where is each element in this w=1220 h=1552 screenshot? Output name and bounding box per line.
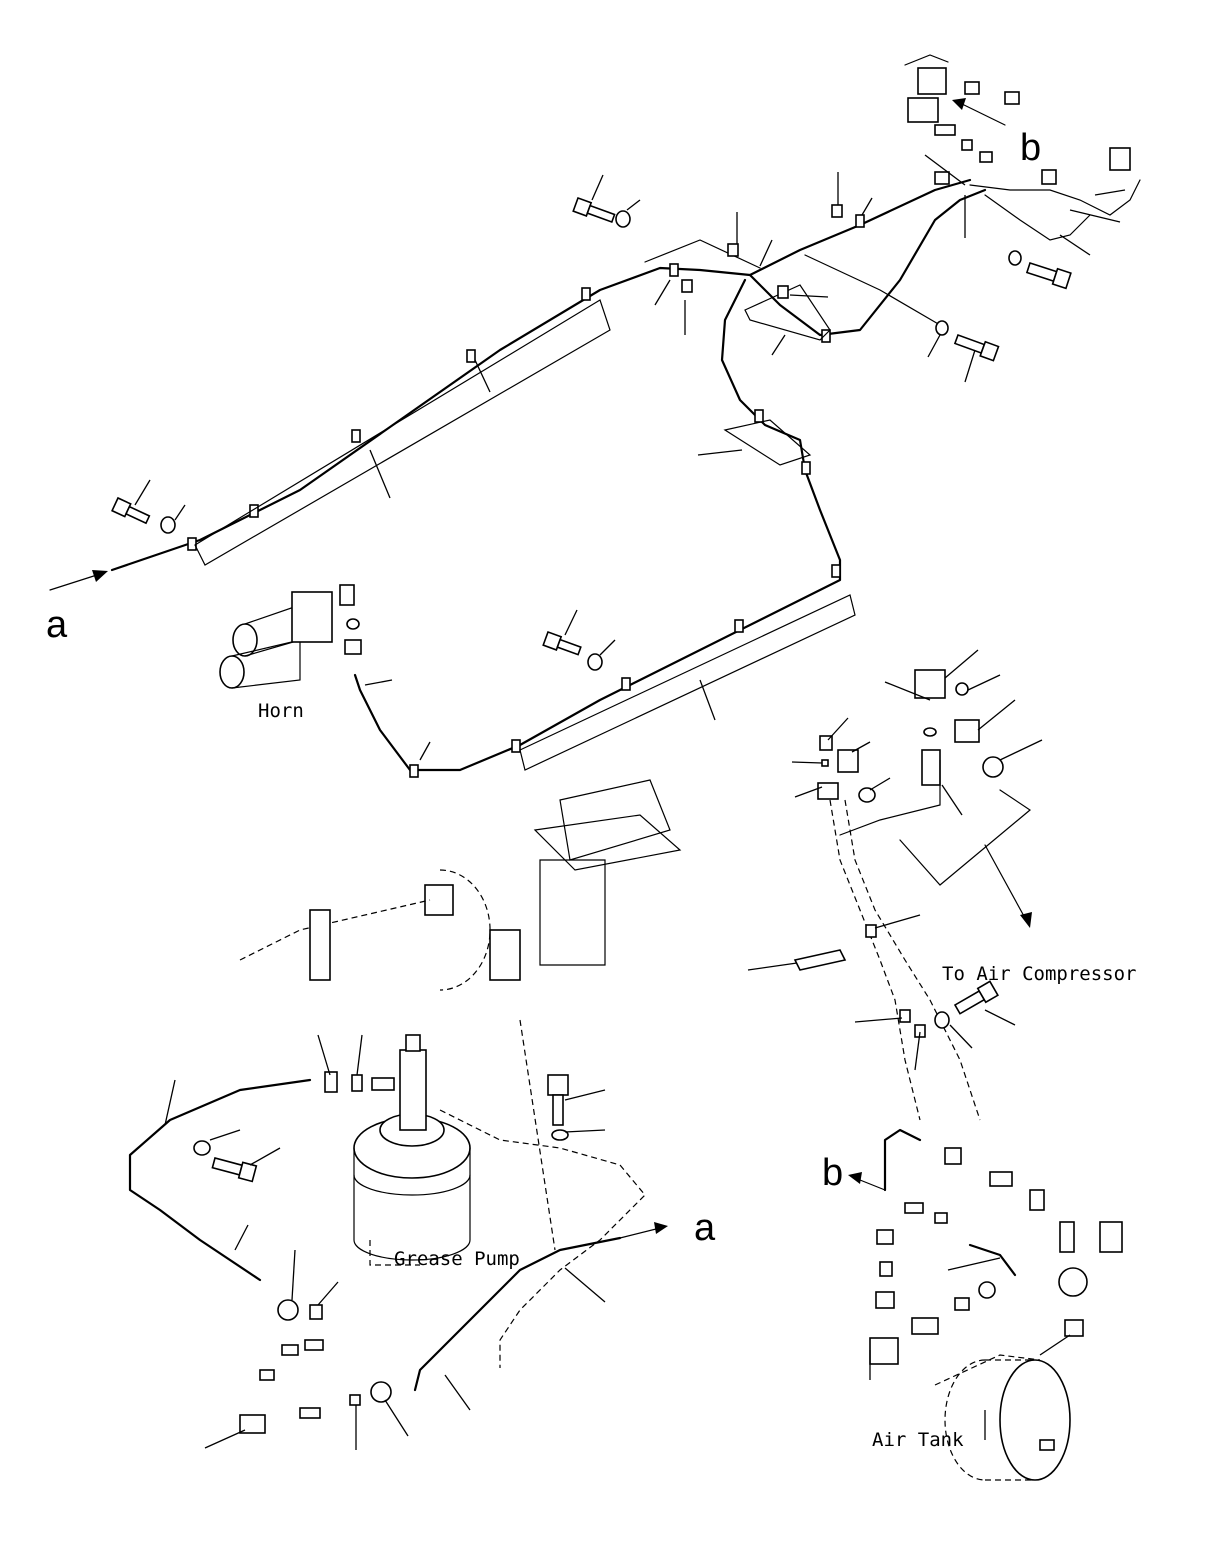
grease-pump-section	[128, 779, 682, 1434]
bolt-mid	[542, 630, 582, 656]
bolt-right	[953, 333, 1000, 362]
arrow-to-compressor	[984, 844, 1032, 928]
horn-label: Horn	[258, 700, 304, 722]
top-right-valve-assembly	[904, 54, 1131, 290]
marker-a-right: a	[694, 1207, 716, 1249]
air-tank-leaders	[747, 649, 1071, 1440]
air-tank-label: Air Tank	[872, 1429, 964, 1451]
marker-b-top: b	[1020, 127, 1041, 169]
arrow-a-right	[619, 1222, 668, 1239]
upper-bolts	[111, 196, 1000, 671]
grease-pump-label: Grease Pump	[394, 1248, 520, 1270]
bolt-top-left	[572, 196, 616, 224]
marker-a-left: a	[46, 604, 68, 646]
arrow-a-left	[49, 570, 108, 591]
arrow-b-lower	[848, 1172, 886, 1191]
horn-assembly	[219, 584, 362, 689]
mounting-plates	[194, 239, 941, 771]
grease-pump-leaders	[164, 1034, 606, 1450]
marker-b-lower: b	[822, 1152, 843, 1194]
arrow-b-top	[952, 98, 1006, 126]
bolt-left	[111, 496, 151, 525]
upper-leaders	[134, 154, 1126, 761]
air-tank-section	[793, 669, 1123, 1481]
line-clamps	[187, 214, 865, 778]
to-air-compressor-label: To Air Compressor	[942, 963, 1136, 985]
